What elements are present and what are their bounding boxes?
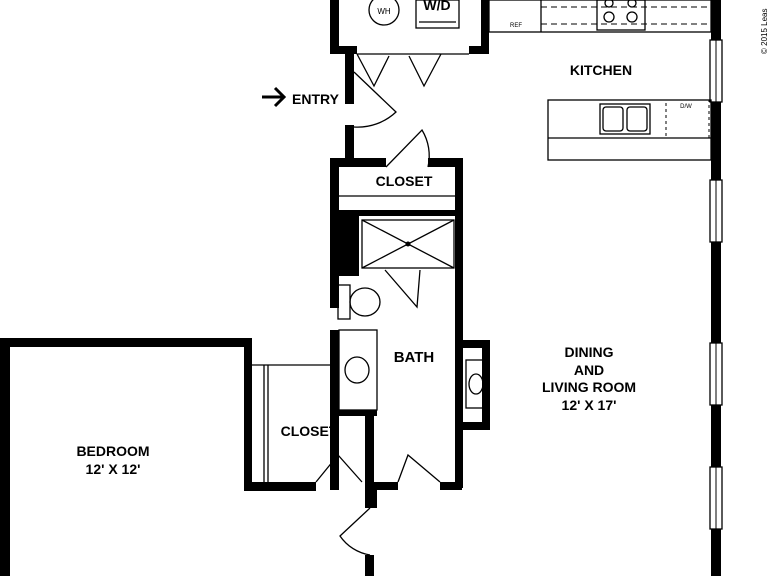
copyright-text: © 2015 Leas — [760, 9, 768, 54]
living-label-line-1: DINING — [565, 344, 614, 360]
bath-label: BATH — [394, 349, 435, 366]
toilet-icon — [349, 287, 381, 317]
entry-label: ENTRY — [292, 91, 340, 107]
entry-door — [262, 52, 397, 165]
range-icon — [596, 0, 646, 31]
bath — [330, 219, 490, 490]
bedroom-size: 12' X 12' — [86, 461, 141, 477]
closet-top-label: CLOSET — [376, 173, 433, 189]
kitchen — [488, 0, 712, 161]
refrigerator-label: REF — [510, 23, 522, 29]
closet-bed-label: CLOSET — [281, 423, 338, 439]
shower-icon — [361, 219, 455, 269]
exterior-wall-east — [709, 0, 723, 576]
water-heater-icon — [368, 0, 400, 26]
dishwasher-label: D/W — [680, 104, 692, 110]
washer-dryer-label: W/D — [423, 0, 450, 13]
kitchen-island — [547, 99, 712, 161]
living-label-line-2: AND — [574, 362, 604, 378]
sink-icon — [599, 103, 651, 135]
bath-sink-icon — [344, 356, 370, 384]
living-size: 12' X 17' — [562, 397, 617, 413]
bedroom-label: BEDROOM — [76, 443, 149, 459]
laundry-closet — [330, 0, 489, 88]
water-heater-label: WH — [377, 7, 391, 16]
kitchen-label: KITCHEN — [570, 62, 632, 78]
dishwasher-icon — [665, 99, 710, 139]
washer-dryer-icon — [415, 0, 460, 29]
living-label-line-3: LIVING ROOM — [542, 379, 636, 395]
hall-closet — [330, 128, 463, 488]
bedroom — [0, 338, 377, 576]
